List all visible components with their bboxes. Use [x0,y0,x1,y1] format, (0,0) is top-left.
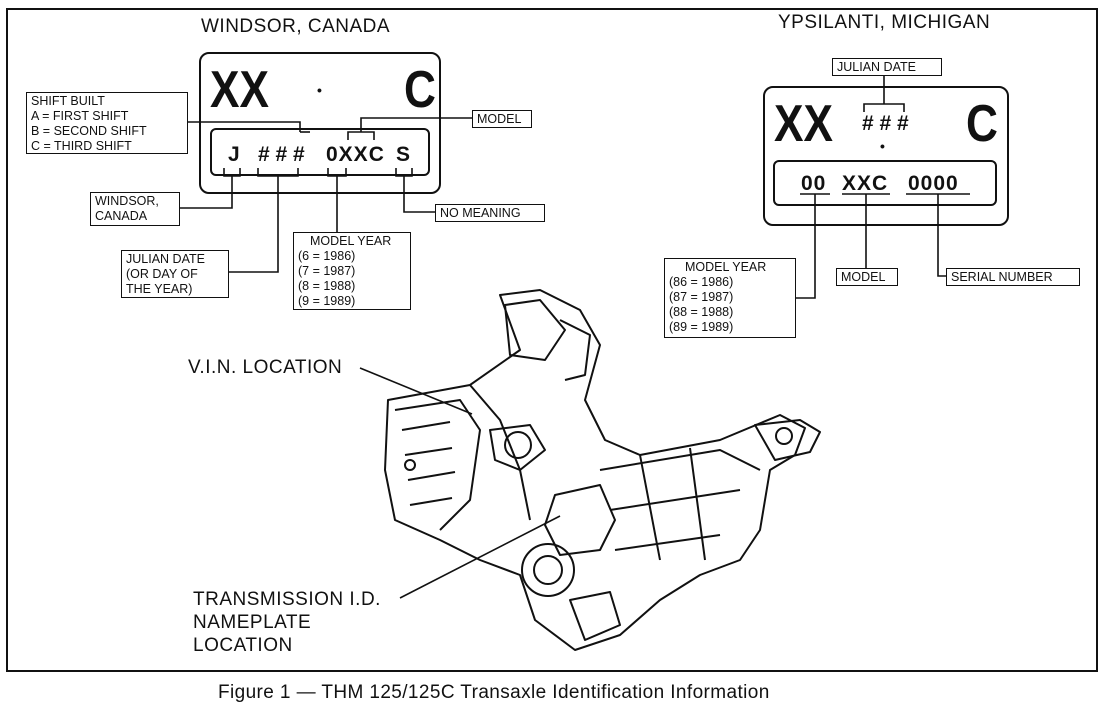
axle-seal-inner [533,555,563,585]
axle-seal-outer [521,543,575,597]
windsor-code-panel [210,128,430,176]
model-year-title: MODEL YEAR [310,234,392,248]
julian-line3: THE YEAR) [126,282,193,296]
ypsilanti-title: YPSILANTI, MICHIGAN [778,12,991,33]
ypsi-model-year-89: (89 = 1989) [669,320,734,334]
vin-boss [504,431,532,459]
leader-no-meaning [395,168,435,213]
ypsilanti-model-year-legend: MODEL YEAR (86 = 1986) (87 = 1987) (88 =… [664,258,796,338]
leader-windsor-location [180,168,241,209]
nameplate-label-line2: NAMEPLATE [193,612,312,633]
nameplate-label-line3: LOCATION [193,635,293,656]
leader-ypsi-julian [863,76,905,112]
leader-nameplate [399,515,561,599]
ypsilanti-julian-label: JULIAN DATE [832,58,942,76]
ypsilanti-nameplate [763,86,1009,226]
leader-ypsi-model [842,193,890,268]
ypsilanti-plate-c: C [966,95,998,153]
nameplate-location-label: TRANSMISSION I.D. NAMEPLATE LOCATION [193,588,381,657]
windsor-model-label: MODEL [472,110,532,128]
ypsilanti-plate-dot: • [880,138,885,154]
windsor-label-line1: WINDSOR, [95,194,159,208]
ypsilanti-code-panel [773,160,997,206]
ypsilanti-code-model: XXC [842,172,889,195]
case-bolt [404,459,416,471]
model-year-8: (8 = 1988) [298,279,356,293]
leader-ypsi-serial [906,193,970,277]
windsor-plate-dot: • [317,82,322,98]
ypsilanti-code-serial: 0000 [908,172,959,195]
ypsi-model-year-87: (87 = 1987) [669,290,734,304]
shift-built-title: SHIFT BUILT [31,94,105,108]
leader-windsor-julian [229,168,299,273]
windsor-code-julian: # # # [258,143,305,166]
figure-frame [6,8,1098,672]
leader-shift-built [188,121,301,132]
shift-b: B = SECOND SHIFT [31,124,147,138]
leader-windsor-model-year [327,168,347,232]
windsor-plate-xx: XX [210,61,269,119]
windsor-code-model: 0XXC [326,143,385,166]
windsor-location-label: WINDSOR, CANADA [90,192,180,226]
windsor-nameplate [199,52,441,194]
ypsilanti-model-label: MODEL [836,268,898,286]
leader-ypsi-model-year [796,193,830,299]
ypsilanti-code-year: 00 [801,172,827,195]
ypsi-model-year-88: (88 = 1988) [669,305,734,319]
no-meaning-text: NO MEANING [440,206,521,220]
shift-a: A = FIRST SHIFT [31,109,129,123]
windsor-label-line2: CANADA [95,209,148,223]
windsor-model-year-legend: MODEL YEAR (6 = 1986) (7 = 1987) (8 = 19… [293,232,411,310]
julian-line1: JULIAN DATE [126,252,205,266]
serial-number-text: SERIAL NUMBER [951,270,1053,284]
windsor-model-text: MODEL [477,112,522,126]
model-year-7: (7 = 1987) [298,264,356,278]
vin-location-label: V.I.N. LOCATION [188,357,343,378]
model-year-9: (9 = 1989) [298,294,356,308]
julian-line2: (OR DAY OF [126,267,198,281]
ypsi-model-year-title: MODEL YEAR [685,260,767,274]
ypsilanti-plate-xx: XX [774,95,833,153]
serial-number-label: SERIAL NUMBER [946,268,1080,286]
windsor-plate-c: C [404,61,436,119]
leader-vin [359,367,473,415]
figure-caption: Figure 1 — THM 125/125C Transaxle Identi… [218,682,770,703]
no-meaning-label: NO MEANING [435,204,545,222]
windsor-code-j: J [228,143,241,166]
leader-windsor-model [347,117,472,140]
shift-built-legend: SHIFT BUILT A = FIRST SHIFT B = SECOND S… [26,92,188,154]
model-year-6: (6 = 1986) [298,249,356,263]
ypsilanti-julian-text: JULIAN DATE [837,60,916,74]
windsor-title: WINDSOR, CANADA [201,16,391,37]
transaxle-drawing [384,289,821,651]
nameplate-label-line1: TRANSMISSION I.D. [193,589,381,610]
output-flange [775,427,793,445]
windsor-julian-label: JULIAN DATE (OR DAY OF THE YEAR) [121,250,229,298]
ypsilanti-model-text: MODEL [841,270,886,284]
shift-c: C = THIRD SHIFT [31,139,132,153]
ypsi-model-year-86: (86 = 1986) [669,275,734,289]
windsor-code-s: S [396,143,412,166]
ypsilanti-plate-julian: # # # [862,112,909,135]
